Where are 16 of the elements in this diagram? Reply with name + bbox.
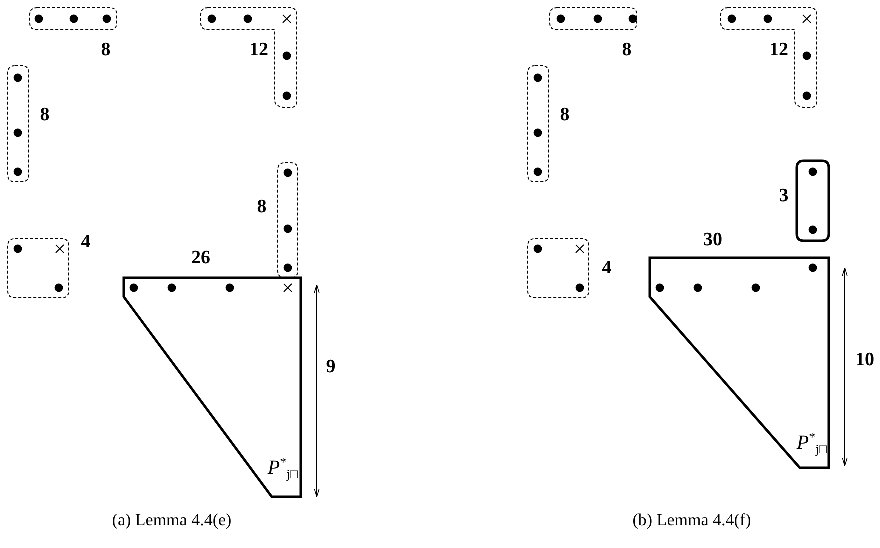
count-label: 8 [40, 106, 50, 124]
dimension-label: 9 [326, 358, 336, 376]
count-label: 3 [779, 186, 789, 206]
count-label: 30 [704, 230, 722, 250]
count-label: 26 [192, 248, 210, 268]
count-label: 4 [602, 258, 612, 278]
count-label: 8 [622, 40, 632, 60]
count-label: 12 [250, 40, 268, 60]
count-label: 12 [770, 40, 788, 60]
subfigure-caption: (a) Lemma 4.4(e) [112, 512, 232, 528]
dimension-label: 10 [856, 350, 874, 370]
count-label: 4 [81, 232, 91, 252]
count-label: 8 [560, 106, 570, 124]
subfigure-caption: (b) Lemma 4.4(f) [632, 512, 752, 528]
count-label: 8 [101, 40, 111, 60]
count-label: 8 [257, 198, 267, 216]
